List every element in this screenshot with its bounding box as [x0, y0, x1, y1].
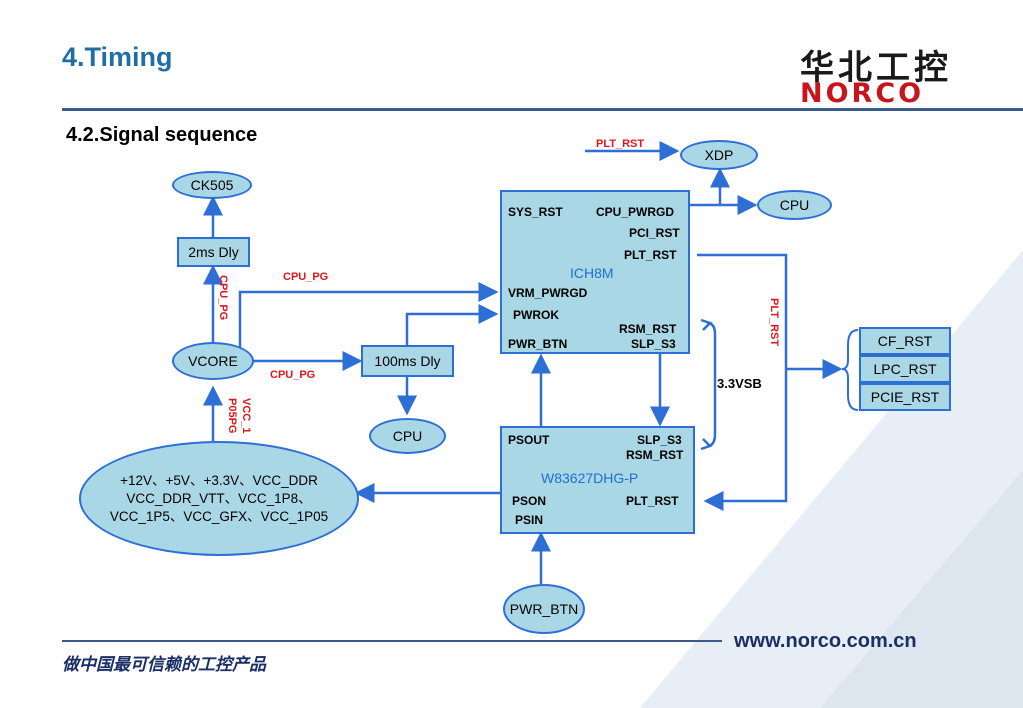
delay-2ms-box: 2ms Dly	[177, 237, 250, 267]
w83-pson-pin: PSON	[512, 494, 547, 508]
page-title: 4.Timing	[62, 42, 173, 72]
pwr-btn-node: PWR_BTN	[503, 584, 585, 634]
pcie-rst-box: PCIE_RST	[859, 383, 951, 411]
ich-vrm-pwrgd-pin: VRM_PWRGD	[508, 286, 588, 300]
reset-group-brace	[841, 329, 859, 411]
ich8m-chip	[500, 190, 690, 354]
signal-3v3-vsb: 3.3VSB	[717, 376, 762, 391]
footer-url: www.norco.com.cn	[734, 630, 917, 652]
ich-rsm-rst-pin: RSM_RST	[619, 322, 677, 336]
ich-pwrok-pin: PWROK	[513, 308, 559, 322]
company-logo-english: NORCO	[800, 78, 925, 109]
xdp-node: XDP	[680, 140, 758, 170]
cpu-right-node: CPU	[757, 190, 832, 220]
vcore-node: VCORE	[172, 342, 254, 380]
delay-100ms-box: 100ms Dly	[361, 345, 454, 377]
signal-cpu-pg-vertical: CPU_PG	[217, 275, 229, 321]
cpu-left-node: CPU	[369, 418, 446, 454]
wire-100ms-pwrok	[405, 304, 499, 345]
supply-line-3: VCC_1P5、VCC_GFX、VCC_1P05	[109, 508, 329, 524]
signal-p05pg-vertical: P05PG	[226, 398, 238, 434]
footer-slogan: 做中国最可信赖的工控产品	[62, 655, 266, 674]
ich8m-label: ICH8M	[570, 265, 614, 281]
wire-vcore-vrm	[238, 282, 499, 350]
signal-cpu-pg-upper: CPU_PG	[283, 271, 329, 283]
ich-pci-rst-pin: PCI_RST	[629, 226, 680, 240]
signal-cpu-pg-lower: CPU_PG	[270, 369, 316, 381]
signal-vcc-vertical: VCC_1	[240, 398, 252, 434]
ich-plt-rst-pin: PLT_RST	[624, 248, 677, 262]
power-supply-node: +12V、+5V、+3.3V、VCC_DDR VCC_DDR_VTT、VCC_1…	[79, 441, 359, 556]
supply-line-1: +12V、+5V、+3.3V、VCC_DDR	[120, 472, 318, 488]
w83-rsm-rst-pin: RSM_RST	[626, 448, 684, 462]
vsb-bracket	[700, 318, 717, 451]
supply-line-2: VCC_DDR_VTT、VCC_1P8、	[126, 490, 312, 506]
header-divider	[62, 108, 1023, 111]
footer-divider	[62, 640, 722, 642]
w83-plt-rst-pin: PLT_RST	[626, 494, 679, 508]
w83-slp-s3-pin: SLP_S3	[637, 433, 682, 447]
signal-plt-rst-top: PLT_RST	[596, 138, 645, 150]
ich-pwr-btn-pin: PWR_BTN	[508, 337, 568, 351]
w83-psin-pin: PSIN	[515, 513, 544, 527]
ich-sys-rst-pin: SYS_RST	[508, 205, 563, 219]
w83627-label: W83627DHG-P	[541, 470, 639, 486]
ck505-node: CK505	[172, 171, 252, 199]
lpc-rst-box: LPC_RST	[859, 355, 951, 383]
w83-psout-pin: PSOUT	[508, 433, 550, 447]
ich-slp-s3-pin: SLP_S3	[631, 337, 676, 351]
w83627-chip	[500, 426, 695, 534]
company-logo-chinese: 华北工控	[800, 49, 952, 87]
cf-rst-box: CF_RST	[859, 327, 951, 355]
wire-plt-rst-loop	[697, 253, 788, 511]
signal-plt-rst-vertical: PLT_RST	[768, 298, 780, 347]
ich-cpu-pwrgd-pin: CPU_PWRGD	[596, 205, 675, 219]
section-subtitle: 4.2.Signal sequence	[66, 124, 258, 146]
